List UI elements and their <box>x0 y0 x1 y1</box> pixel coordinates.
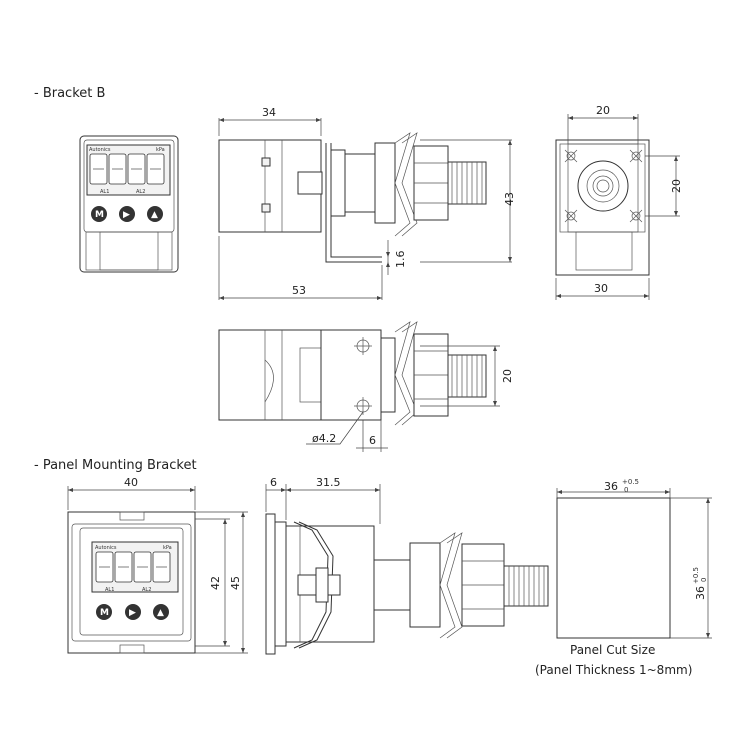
panel-cut-title: Panel Cut Size <box>570 643 655 657</box>
dim-rear-height: 20 <box>670 179 683 193</box>
panel-alarm2-label: AL2 <box>142 587 151 593</box>
bracket-b-front-view: Autonics kPa AL1 AL2 M ▶ ▲ <box>79 135 179 273</box>
mode-button <box>91 206 107 222</box>
alarm2-label: AL2 <box>136 189 145 195</box>
dim-total-length: 53 <box>292 284 306 297</box>
dim-cut-width-tol-zero: 0 <box>624 486 628 494</box>
dim-panel-front-width: 40 <box>124 476 138 489</box>
panel-side-dimensions: 6 31.5 <box>265 476 381 524</box>
up-button <box>147 206 163 222</box>
panel-up-button <box>153 604 169 620</box>
panel-device-brand-label: Autonics <box>95 545 117 551</box>
dim-cut-height-tol-zero: 0 <box>700 578 708 582</box>
dim-panel-depth: 31.5 <box>316 476 341 489</box>
device-brand-label: Autonics <box>89 147 111 153</box>
dim-cut-height: 36 <box>694 586 707 600</box>
shift-button-label: ▶ <box>123 210 130 220</box>
dim-panel-height-outer: 45 <box>229 576 242 590</box>
device-unit-label: kPa <box>156 147 165 153</box>
dim-panel-height-inner: 42 <box>209 576 222 590</box>
bracket-b-rear-view <box>555 139 650 276</box>
mode-button-label: M <box>95 210 104 220</box>
dim-side-width: 34 <box>262 106 276 119</box>
panel-device-unit-label: kPa <box>163 545 172 551</box>
dim-cut-width-tol-plus: +0.5 <box>622 478 639 486</box>
panel-shift-button-label: ▶ <box>129 608 136 618</box>
dim-side-height: 43 <box>503 192 516 206</box>
panel-shift-button <box>125 604 141 620</box>
dim-panel-bezel: 6 <box>270 476 277 489</box>
dim-top-height: 20 <box>501 369 514 383</box>
dim-hole-offset: 6 <box>369 434 376 447</box>
panel-seven-segment-display <box>95 551 171 583</box>
bracket-b-rear-dimensions: 20 20 30 <box>555 104 683 300</box>
bracket-b-top-dimensions: 20 ø4.2 6 <box>306 345 514 452</box>
panel-front-view: Autonics kPa AL1 AL2 M ▶ ▲ <box>67 511 196 654</box>
panel-cut-note: (Panel Thickness 1~8mm) <box>535 663 692 677</box>
dim-bracket-thickness: 1.6 <box>394 251 407 269</box>
alarm1-label: AL1 <box>100 189 109 195</box>
panel-cut-view: 36 +0.5 0 36 +0.5 0 Panel Cut Size (Pane… <box>535 478 712 677</box>
shift-button <box>119 206 135 222</box>
panel-up-button-label: ▲ <box>157 608 164 618</box>
section-title-bracket-b: - Bracket B <box>34 86 105 101</box>
dim-rear-total: 30 <box>594 282 608 295</box>
dim-hole-diameter: ø4.2 <box>312 432 336 445</box>
dim-rear-width: 20 <box>596 104 610 117</box>
up-button-label: ▲ <box>151 210 158 220</box>
dim-cut-width: 36 <box>604 480 618 493</box>
section-title-panel-mounting: - Panel Mounting Bracket <box>34 458 197 473</box>
panel-front-dimensions: 40 42 45 <box>67 476 248 654</box>
bracket-b-side-dimensions: 34 43 1.6 53 <box>218 106 516 300</box>
dim-cut-height-tol-plus: +0.5 <box>692 567 700 584</box>
panel-alarm1-label: AL1 <box>105 587 114 593</box>
panel-mode-button-label: M <box>100 608 109 618</box>
panel-mode-button <box>96 604 112 620</box>
panel-side-view <box>265 513 549 655</box>
panel-cut-rect <box>556 497 671 639</box>
bracket-b-top-view <box>218 321 487 426</box>
seven-segment-display <box>89 153 165 185</box>
bracket-b-side-view <box>218 132 487 263</box>
